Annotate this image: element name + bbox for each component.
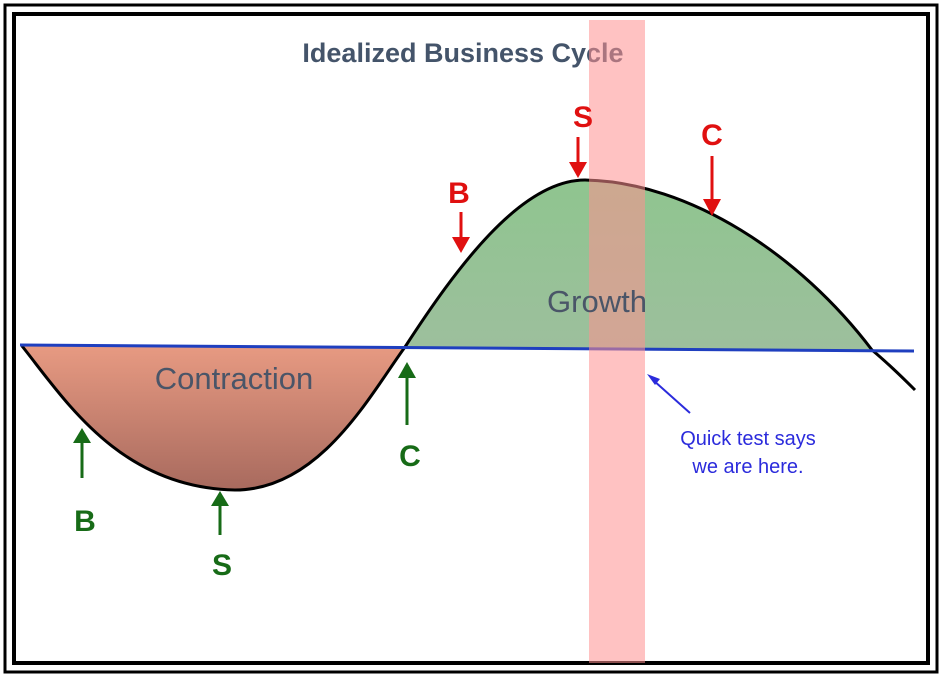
red-label-s: S [573, 101, 593, 134]
current-position-band [589, 20, 645, 663]
annotation-pointer [652, 379, 691, 414]
green-sell-signal: S [211, 491, 232, 582]
green-arrowhead-c [398, 362, 416, 378]
growth-label: Growth [547, 284, 647, 319]
green-arrowhead-b [73, 428, 91, 443]
annotation-line-1: Quick test says [680, 428, 816, 450]
quick-test-annotation: Quick test says we are here. [647, 374, 816, 478]
annotation-line-2: we are here. [691, 456, 803, 478]
red-label-c: C [701, 119, 723, 152]
green-label-s: S [212, 549, 232, 582]
contraction-label: Contraction [155, 361, 314, 396]
contraction-area [22, 346, 405, 490]
green-cash-signal: C [398, 362, 421, 473]
red-label-b: B [448, 177, 470, 210]
baseline [19, 343, 915, 353]
annotation-arrowhead [647, 374, 660, 385]
green-arrowhead-s [211, 491, 229, 506]
diagram-title: Idealized Business Cycle [302, 38, 623, 68]
cycle-curve [20, 178, 917, 492]
red-arrowhead-s [569, 162, 587, 178]
green-buy-signal: B [73, 428, 96, 538]
inner-frame [12, 12, 930, 665]
red-arrowhead-b [452, 237, 470, 253]
green-label-b: B [74, 505, 96, 538]
red-sell-signal: S [569, 101, 593, 178]
red-cash-signal: C [701, 119, 723, 216]
green-label-c: C [399, 440, 421, 473]
red-arrowhead-c [703, 199, 721, 216]
red-buy-signal: B [448, 177, 470, 253]
